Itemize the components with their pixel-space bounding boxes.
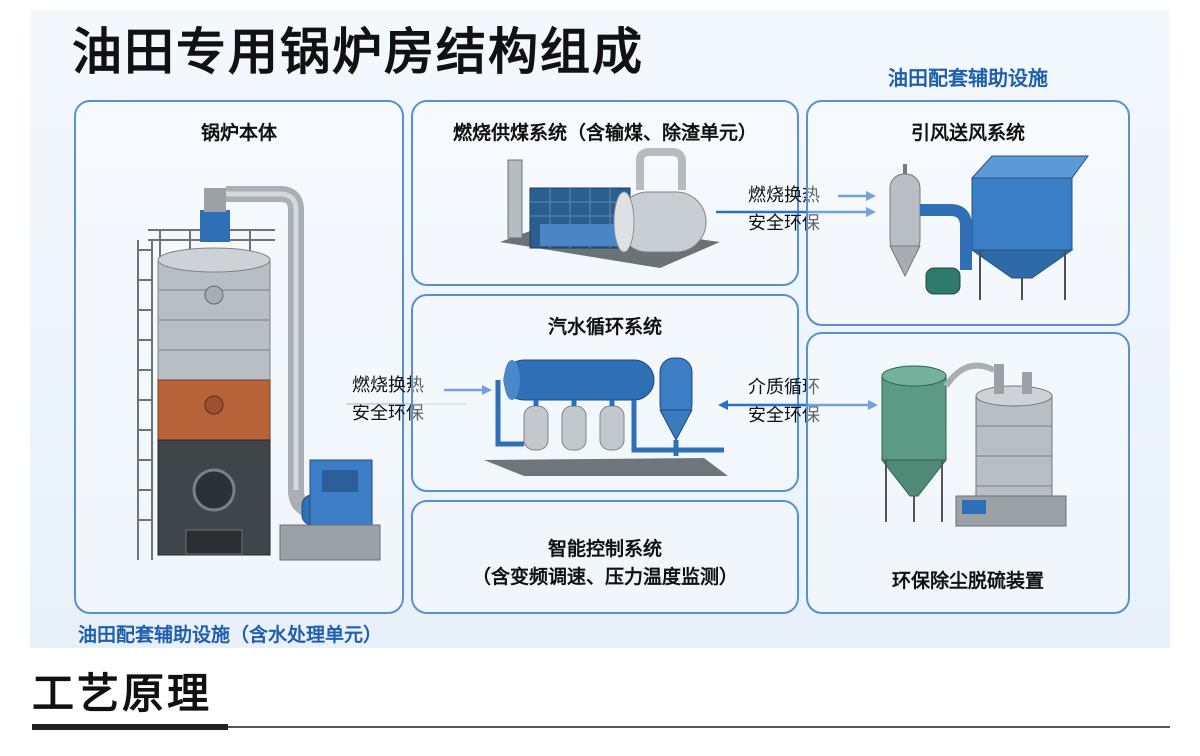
boiler-body-title: 锅炉本体 [200,122,277,144]
smart-control-subtitle: （含变频调速、压力温度监测） [471,566,738,588]
smart-control-box: 智能控制系统 （含变频调速、压力温度监测） [411,500,799,614]
env-protection-title: 环保除尘脱硫装置 [891,570,1044,592]
boiler-illustration [137,186,381,561]
env-protection-illustration [880,362,1067,527]
env-protection-box: 环保除尘脱硫装置 [806,332,1130,614]
flow-label-left: 燃烧换热 安全环保 [352,372,424,428]
draft-fan-title: 引风送风系统 [910,122,1025,144]
caption-water-treatment: 油田配套辅助设施（含水处理单元） [78,624,383,646]
flow-mid-right-line1: 介质循环 [748,377,820,398]
combustion-feed-illustration [500,148,720,268]
draft-fan-illustration [889,155,1089,300]
section-divider-accent [32,724,228,730]
combustion-feed-title: 燃烧供煤系统（含输煤、除渣单元） [452,122,757,144]
arrow-feed-to-draft [716,191,876,217]
flow-mid-right-line2: 安全环保 [748,405,820,426]
section-divider [32,726,1170,728]
flow-left-line2: 安全环保 [352,403,424,424]
flow-top-right-line2: 安全环保 [748,213,820,234]
subtitle-auxiliary: 油田配套辅助设施 [888,66,1048,90]
flow-label-mid-right: 介质循环 安全环保 [748,374,820,430]
flow-top-right-line1: 燃烧换热 [748,185,820,206]
flow-left-line1: 燃烧换热 [352,375,424,396]
smart-control-title: 智能控制系统 [547,538,662,560]
steam-water-illustration [484,357,728,476]
flow-label-top-right: 燃烧换热 安全环保 [748,182,820,238]
steam-water-title: 汽水循环系统 [547,316,662,338]
page-title: 油田专用锅炉房结构组成 [72,23,644,81]
arrow-bidirectional-env [718,400,878,410]
arrow-left-to-steam [346,385,492,405]
section-title-process-principle: 工艺原理 [32,669,213,718]
